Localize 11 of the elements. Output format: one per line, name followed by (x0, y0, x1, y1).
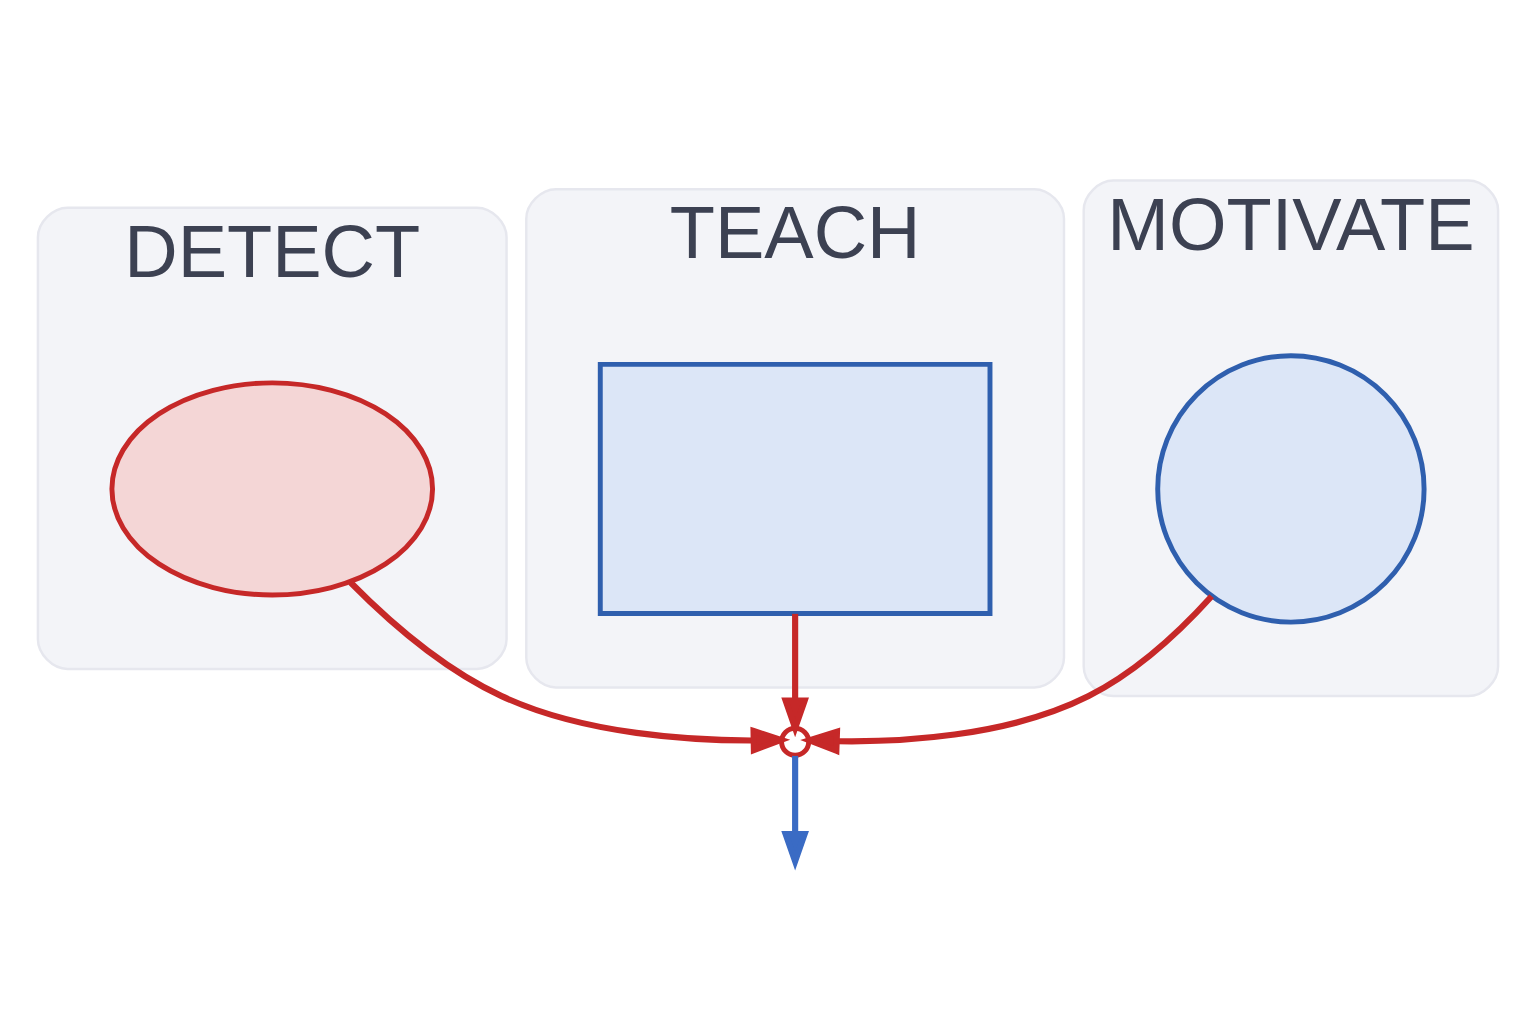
arrow (781, 755, 809, 871)
arrow (781, 613, 809, 738)
node-circle (1155, 353, 1427, 625)
cluster: MOTIVATE (1082, 179, 1500, 698)
arrow (800, 594, 1214, 756)
node-circle (779, 725, 812, 758)
cluster: DETECT (36, 206, 508, 671)
arrow (348, 580, 791, 755)
node-cloud (109, 380, 435, 598)
cluster: TEACH (525, 188, 1066, 689)
node-box (597, 361, 993, 616)
